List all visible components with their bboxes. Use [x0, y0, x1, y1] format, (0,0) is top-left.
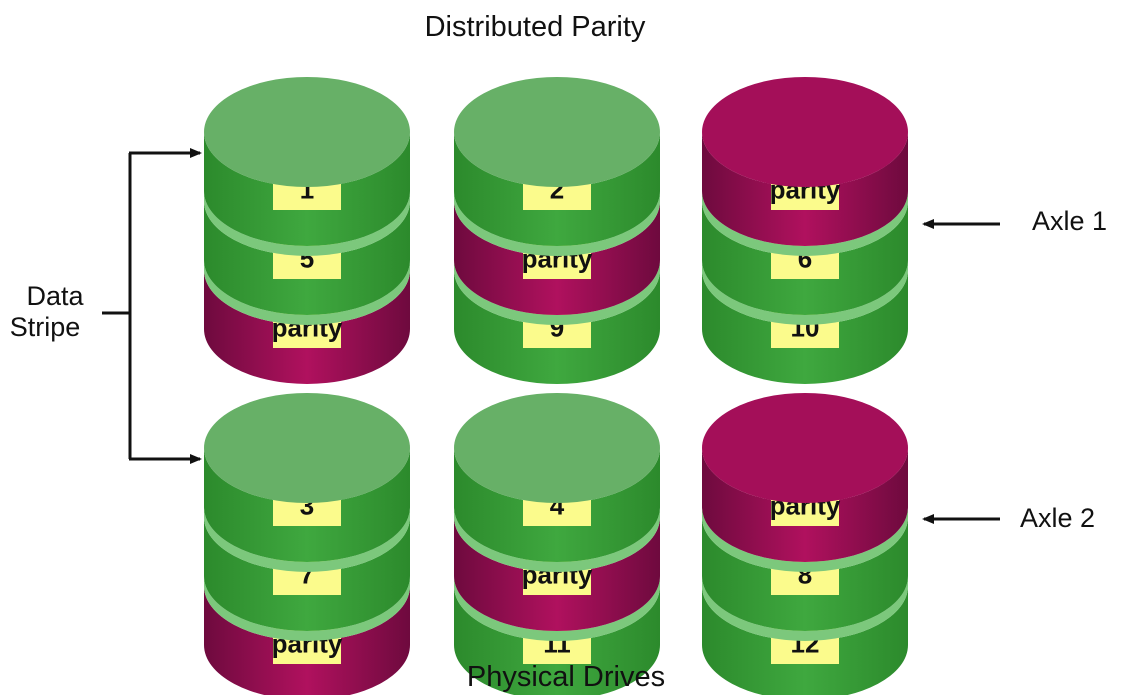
drive-r2-c2-segment-1-separator — [454, 507, 660, 572]
drive-r2-c1-segment-1-separator — [204, 507, 410, 572]
drive-r2-c1-segment-2-separator — [204, 576, 410, 641]
drive-r1-c1-segment-2-separator — [204, 260, 410, 325]
drive-r2-c1-segment-3-band — [204, 586, 410, 695]
axle-2-label: Axle 2 — [1020, 503, 1095, 533]
drive-r1-c2-segment-2-separator — [454, 260, 660, 325]
drive-r1-c2-segment-1-separator — [454, 191, 660, 256]
drive-r2-c3-segment-3-band — [702, 586, 908, 695]
drive-r1-c3-segment-1-separator — [702, 191, 908, 256]
drive-r1-c1-top — [204, 77, 410, 187]
data-stripe-label-line2: Stripe — [10, 312, 81, 342]
diagram-title: Distributed Parity — [425, 11, 646, 43]
footer-caption: Physical Drives — [467, 661, 665, 693]
drive-r2-c2-segment-3-band — [454, 586, 660, 695]
drive-r1-c3-top — [702, 77, 908, 187]
drive-r1-c3-segment-2-separator — [702, 260, 908, 325]
drive-r2-c2-top — [454, 393, 660, 503]
drive-r1-c2-top — [454, 77, 660, 187]
drive-r2-c3-top — [702, 393, 908, 503]
axle-1-label: Axle 1 — [1032, 206, 1107, 236]
drive-r1-c1-segment-1-separator — [204, 191, 410, 256]
drive-r2-c3-segment-1-separator — [702, 507, 908, 572]
data-stripe-bracket — [102, 148, 202, 464]
data-stripe-label-line1: Data — [26, 281, 84, 311]
drive-r2-c1-top — [204, 393, 410, 503]
drive-r2-c2-segment-2-separator — [454, 576, 660, 641]
drive-r2-c3-segment-2-separator — [702, 576, 908, 641]
